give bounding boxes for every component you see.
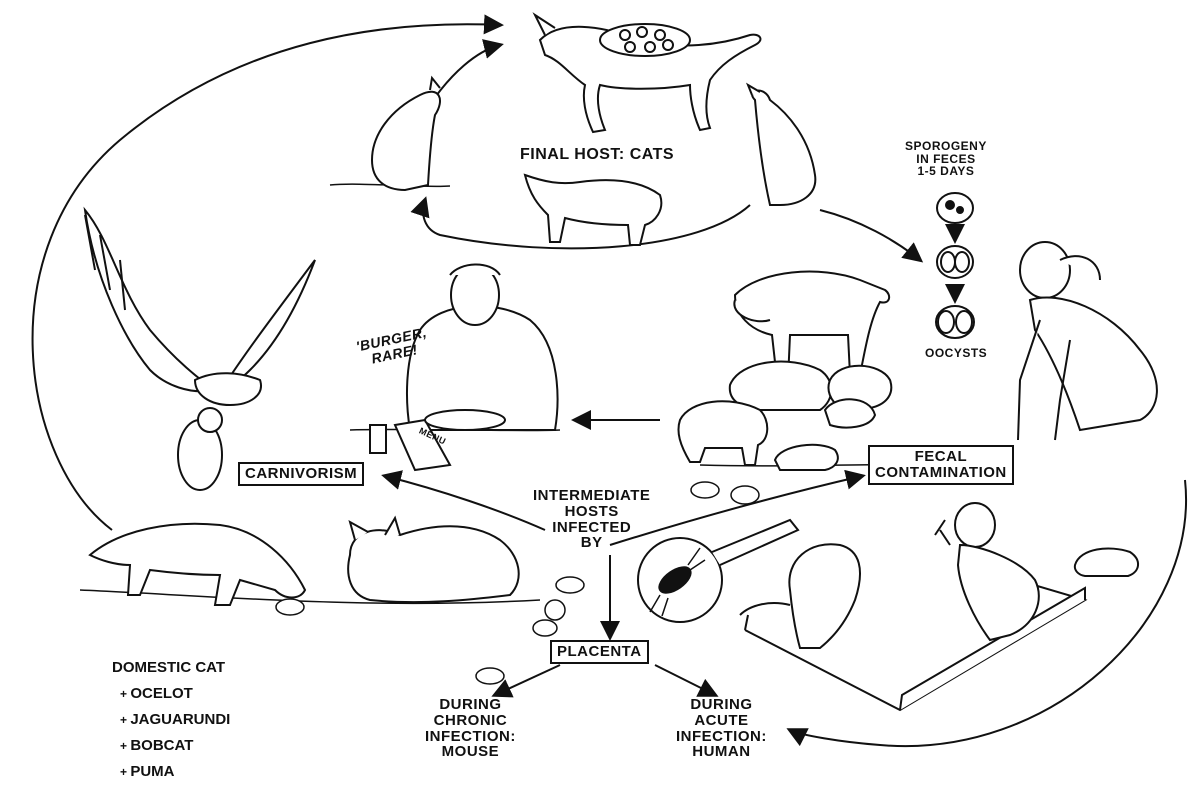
host-bobcat: BOBCAT (112, 733, 230, 759)
intermediate-line-1: INTERMEDIATE (533, 488, 650, 504)
intermediate-line-2: HOSTS (533, 504, 650, 520)
placenta-box: PLACENTA (550, 640, 649, 664)
acute-line-4: HUMAN (676, 744, 767, 760)
sitting-cat-left-icon (372, 78, 440, 190)
intermediate-line-3: INFECTED (533, 520, 650, 536)
carnivorism-box: CARNIVORISM (238, 462, 364, 486)
acute-infection-label: DURING ACUTE INFECTION: HUMAN (676, 697, 767, 760)
intermediate-line-4: BY (533, 535, 650, 551)
to-carnivorism-arrow (385, 476, 545, 530)
fecal-line-2: CONTAMINATION (875, 465, 1007, 481)
to-acute-arrow (655, 665, 715, 695)
hawk-prey-mouse-icon (178, 408, 222, 490)
host-domestic-cat: DOMESTIC CAT (112, 655, 230, 681)
oocyst-icon (936, 193, 974, 338)
chronic-line-3: INFECTION: (425, 729, 516, 745)
man-eating-icon (370, 264, 557, 470)
sheep-icon (678, 401, 837, 470)
intermediate-hosts-label: INTERMEDIATE HOSTS INFECTED BY (533, 488, 650, 551)
sitting-cat-right-icon (748, 85, 815, 205)
chronic-infection-label: DURING CHRONIC INFECTION: MOUSE (425, 697, 516, 760)
final-host-label: FINAL HOST: CATS (520, 147, 674, 164)
fecal-contamination-box: FECAL CONTAMINATION (868, 445, 1014, 485)
oocysts-label: OOCYSTS (925, 347, 987, 360)
hamster-icon (1075, 548, 1138, 576)
fecal-line-1: FECAL (875, 449, 1007, 465)
acute-line-3: INFECTION: (676, 729, 767, 745)
host-puma: PUMA (112, 759, 230, 785)
ferret-icon (90, 524, 305, 605)
walking-cat-icon (525, 175, 661, 245)
definitive-hosts-list: DOMESTIC CAT OCELOT JAGUARUNDI BOBCAT PU… (112, 655, 230, 785)
eating-cat-icon (348, 518, 519, 602)
acute-line-2: ACUTE (676, 713, 767, 729)
sporogeny-line-3: 1-5 DAYS (905, 165, 987, 178)
to-chronic-arrow (495, 665, 560, 695)
chronic-line-4: MOUSE (425, 744, 516, 760)
chronic-line-2: CHRONIC (425, 713, 516, 729)
chronic-line-1: DURING (425, 697, 516, 713)
acute-line-1: DURING (676, 697, 767, 713)
host-ocelot: OCELOT (112, 681, 230, 707)
host-jaguarundi: JAGUARUNDI (112, 707, 230, 733)
woman-gardening-icon (1018, 242, 1157, 440)
sporogeny-line-1: SPOROGENY (905, 140, 987, 153)
cats-to-sporogeny-arrow (820, 210, 920, 260)
final-host-cat-icon (535, 15, 760, 132)
hawk-icon (85, 210, 315, 405)
sporogeny-label: SPOROGENY IN FECES 1-5 DAYS (905, 140, 987, 178)
